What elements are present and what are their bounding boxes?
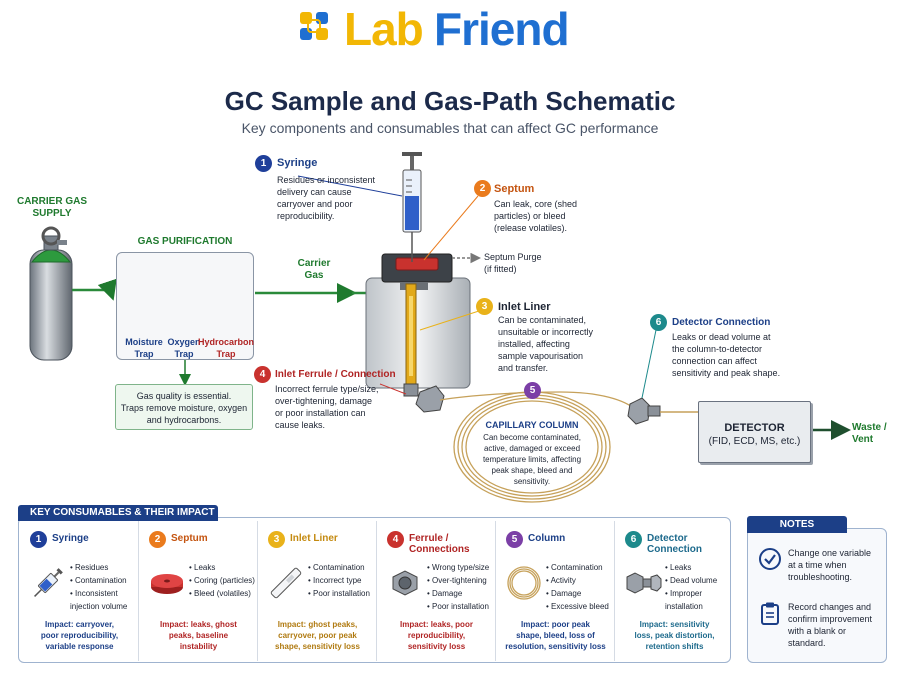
gas-purification-title: GAS PURIFICATION	[137, 236, 233, 247]
carrier-gas-supply-label: CARRIER GAS SUPPLY	[16, 196, 87, 219]
callout-6-badge: 6	[650, 314, 667, 331]
consumable-6-bullets: LeaksDead volumeImproper installation	[665, 561, 733, 613]
check-circle-icon	[759, 548, 781, 570]
consumable-2-name: Septum	[171, 533, 208, 544]
carrier-gas-label: Carrier Gas	[297, 258, 331, 281]
consumable-3-bullets: ContaminationIncorrect typePoor installa…	[308, 561, 376, 600]
clipboard-icon	[761, 602, 779, 625]
page-title: GC Sample and Gas-Path Schematic	[224, 86, 676, 116]
page-subtitle: Key components and consumables that can …	[241, 120, 659, 136]
callout-3-text: Can be contaminated,unsuitable or incorr…	[498, 315, 594, 373]
oxygen-trap-label: Oxygen Trap	[167, 337, 201, 359]
consumable-1-impact: Impact: carryover,poor reproducibility,v…	[40, 620, 119, 651]
callout-3-title: Inlet Liner	[498, 301, 551, 313]
consumable-4-name: Ferrule /Connections	[409, 533, 470, 555]
logo-text-friend: Friend	[434, 3, 570, 55]
waste-vent-label: Waste / Vent	[852, 422, 887, 445]
callout-2-badge: 2	[474, 180, 491, 197]
notes-title: NOTES	[747, 516, 847, 533]
callout-3-badge: 3	[476, 298, 493, 315]
gas-line-1	[72, 278, 117, 301]
consumable-syringe: 1 Syringe ResiduesContaminationInconsiste…	[20, 521, 139, 661]
callout-4-title: Inlet Ferrule / Connection	[275, 369, 396, 380]
consumable-3-impact: Impact: ghost peaks,carryover, poor peak…	[275, 620, 360, 651]
consumable-3-badge: 3	[268, 531, 285, 548]
detector-box: DETECTOR (FID, ECD, MS, etc.)	[698, 401, 811, 463]
detector-title: DETECTOR	[724, 422, 785, 434]
callout-5-text: Can become contaminated,active, damaged …	[482, 433, 582, 486]
detector-subtitle: (FID, ECD, MS, etc.)	[708, 436, 801, 447]
liner-icon	[270, 567, 302, 599]
consumable-1-name: Syringe	[52, 533, 89, 544]
consumable-ferrule: 4 Ferrule /Connections Wrong type/sizeOve…	[377, 521, 496, 661]
consumable-4-bullets: Wrong type/sizeOver-tighteningDamagePoor…	[427, 561, 495, 613]
moisture-trap-label: Moisture Trap	[125, 337, 163, 359]
callout-5-badge: 5	[524, 382, 541, 399]
consumable-1-badge: 1	[30, 531, 47, 548]
callout-4-badge: 4	[254, 366, 271, 383]
gas-purification-box	[116, 252, 254, 360]
injector-icon	[365, 253, 471, 389]
consumable-inlet-liner: 3 Inlet Liner ContaminationIncorrect type…	[258, 521, 377, 661]
septum-purge-label: Septum Purge (if fitted)	[484, 252, 542, 274]
callout-5-title: CAPILLARY COLUMN	[485, 420, 579, 430]
syringe-drawing-icon	[402, 152, 422, 262]
callout-1-badge: 1	[255, 155, 272, 172]
consumable-2-bullets: LeaksCoring (particles)Bleed (volatiles)	[189, 561, 257, 600]
consumable-5-badge: 5	[506, 531, 523, 548]
callout-4-text: Incorrect ferrule type/size,over-tighten…	[275, 384, 379, 430]
consumable-5-name: Column	[528, 533, 566, 544]
consumable-2-badge: 2	[149, 531, 166, 548]
gas-quality-note: Gas quality is essential. Traps remove m…	[115, 384, 253, 430]
septum-icon	[151, 574, 183, 594]
detector-fitting-drawing-icon	[627, 397, 661, 425]
consumable-5-bullets: ContaminationActivityDamageExcessive ble…	[546, 561, 614, 613]
logo-mark-icon	[300, 12, 328, 40]
detector-fitting-icon	[626, 572, 662, 594]
inlet-ferrule-icon	[403, 383, 445, 413]
logo-text-lab: Lab	[344, 3, 424, 55]
callout-6-title: Detector Connection	[672, 317, 771, 328]
column-icon	[507, 566, 541, 600]
consumable-4-badge: 4	[387, 531, 404, 548]
callout-2-title: Septum	[494, 183, 535, 195]
labfriend-logo: Lab Friend	[298, 2, 602, 56]
consumable-1-bullets: ResiduesContaminationInconsistent inject…	[70, 561, 138, 613]
syringe-icon	[34, 568, 63, 597]
gas-cylinder-icon	[29, 226, 73, 361]
key-consumables-title: KEY CONSUMABLES & THEIR IMPACT	[18, 505, 218, 521]
consumable-3-name: Inlet Liner	[290, 533, 338, 544]
consumable-6-badge: 6	[625, 531, 642, 548]
consumable-septum: 2 Septum LeaksCoring (particles)Bleed (vo…	[139, 521, 258, 661]
ferrule-icon	[392, 570, 418, 596]
hydrocarbon-trap-label: Hydrocarbon Trap	[198, 337, 255, 359]
callout-1-title: Syringe	[277, 157, 318, 169]
consumable-column: 5 Column ContaminationActivityDamageExces…	[496, 521, 615, 661]
